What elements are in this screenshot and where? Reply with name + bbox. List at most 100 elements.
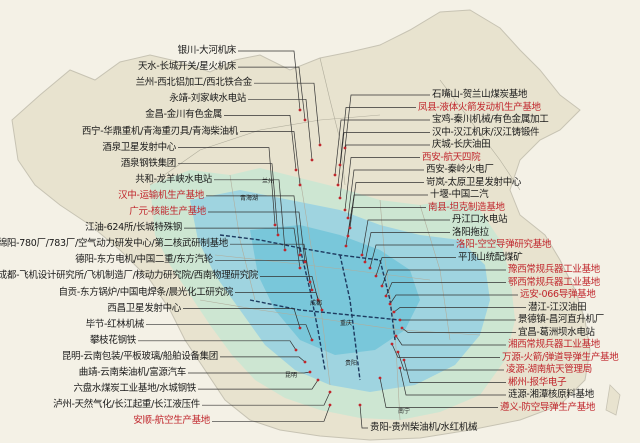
- leader-line: [178, 163, 279, 236]
- site-label-right: 洛阳拖拉: [452, 226, 489, 238]
- site-label-left: 汉中-运输机生产基地: [118, 189, 204, 201]
- leader-line: [369, 244, 454, 269]
- site-marker: [378, 376, 382, 380]
- site-label-right: 西安-航天四院: [422, 151, 481, 163]
- leader-line: [248, 98, 313, 161]
- site-label-right: 景德镇-昌河直升机厂: [518, 314, 604, 325]
- leader-line: [344, 94, 430, 149]
- site-marker: [328, 403, 332, 407]
- leader-line: [349, 182, 424, 229]
- leader-line: [215, 259, 313, 291]
- leader-line: [393, 307, 526, 313]
- site-marker: [316, 298, 320, 302]
- site-marker: [384, 294, 388, 298]
- site-label-left: 天水-长城开关/星火机床: [137, 61, 236, 73]
- leader-line: [238, 66, 306, 121]
- site-marker: [308, 280, 312, 284]
- site-label-right: 庆城-长庆油田: [432, 139, 491, 150]
- site-label-right: 遵义-防空导弹生产基地: [500, 401, 596, 413]
- site-label-left: 昆明-云南包装/平板玻璃/船舶设备集团: [61, 350, 218, 362]
- leader-line: [214, 179, 286, 251]
- site-label-right: 凤县-液体火箭发动机生产基地: [418, 101, 541, 113]
- city-label: 南宁: [398, 408, 411, 415]
- site-marker: [318, 143, 322, 147]
- leader-line: [359, 404, 368, 429]
- leader-line: [364, 232, 450, 263]
- site-marker: [400, 326, 404, 330]
- site-marker: [336, 183, 340, 187]
- leader-line: [146, 324, 313, 341]
- leader-line: [208, 211, 306, 263]
- site-marker: [328, 390, 332, 394]
- city-label: 贵阳: [345, 360, 358, 367]
- leader-line: [399, 367, 506, 396]
- site-marker: [363, 260, 367, 264]
- site-label-right: 丹江口水电站: [452, 214, 508, 225]
- site-label-right: 洛阳-空空导弹研究基地: [456, 239, 552, 250]
- site-label-left: 酒泉卫星发射中心: [102, 141, 176, 153]
- leader-line: [238, 50, 301, 111]
- city-label: 重庆: [340, 320, 353, 327]
- site-label-right: 汉中-汉江机床/汉江铸锻件: [432, 126, 540, 138]
- site-marker: [294, 348, 298, 352]
- site-label-left: 攀枝花钢铁: [89, 334, 136, 346]
- city-label: 兰州: [262, 178, 275, 185]
- site-label-left: 德阳-东方电机/中国二重/东方汽轮: [75, 254, 213, 266]
- site-marker: [283, 248, 287, 252]
- site-label-right: 潜江-江汉油田: [528, 301, 587, 313]
- leader-line: [178, 147, 276, 226]
- leader-line: [212, 404, 331, 422]
- site-marker: [343, 208, 347, 212]
- site-marker: [402, 358, 406, 362]
- site-label-right: 豫西常规兵器工业基地: [508, 264, 601, 275]
- site-marker: [308, 370, 312, 374]
- site-marker: [394, 334, 398, 338]
- city-label: 青海湖: [240, 195, 259, 202]
- province-borders: [149, 57, 521, 421]
- site-marker: [298, 266, 302, 270]
- leader-line: [403, 359, 506, 383]
- leader-line: [345, 207, 426, 247]
- site-label-left: 银川-大河机床: [177, 45, 237, 56]
- site-label-left: 绵阳-780厂/783厂/空气动力研发中心/第二核武研制基地: [0, 238, 228, 250]
- site-marker: [346, 216, 350, 220]
- site-marker: [360, 253, 364, 257]
- leader-line: [344, 157, 420, 211]
- site-marker: [298, 253, 302, 257]
- city-label: 成都: [310, 300, 323, 307]
- site-marker: [398, 366, 402, 370]
- city-markers: [273, 108, 406, 407]
- leader-lines: [138, 50, 526, 429]
- leader-line: [198, 379, 319, 390]
- leader-line: [188, 371, 311, 374]
- site-marker: [392, 310, 396, 314]
- leader-line: [389, 294, 518, 305]
- leader-line: [202, 391, 331, 406]
- site-label-right: 南县-坦克制造基地: [428, 201, 505, 213]
- leader-line: [138, 340, 297, 351]
- leader-line: [224, 115, 297, 171]
- site-label-left: 共和-龙羊峡水电站: [135, 173, 212, 185]
- site-marker: [298, 326, 302, 330]
- site-label-right: 贵阳-贵州柴油机/水红机械: [370, 422, 478, 433]
- site-label-right: 十堰-中国二汽: [430, 189, 489, 200]
- site-label-left: 成都-飞机设计研究所/飞机制造厂/核动力研究院/西南物理研究院: [0, 270, 258, 282]
- site-label-left: 六盘水煤炭工业基地/水城钢铁: [73, 383, 196, 395]
- site-label-left: 曲靖-云南柴油机/富源汽车: [78, 367, 187, 378]
- site-marker: [348, 226, 352, 230]
- site-marker: [343, 146, 347, 150]
- site-label-left: 西昌卫星发射中心: [107, 302, 181, 314]
- site-marker: [333, 173, 337, 177]
- site-label-right: 凌源-湖南航天管理局: [506, 364, 592, 375]
- site-marker: [303, 260, 307, 264]
- site-label-left: 江油-624所/长城特殊钢: [85, 222, 182, 234]
- leader-line: [375, 257, 456, 277]
- site-label-left: 西宁-华鼎重机/青海重刃具/青海柴油机: [81, 125, 238, 137]
- leader-line: [206, 195, 301, 256]
- leader-line: [391, 343, 500, 358]
- site-marker: [374, 274, 378, 278]
- site-label-right: 远安-066导弹基地: [520, 289, 596, 300]
- taiwan: [605, 384, 621, 416]
- site-marker: [398, 318, 402, 322]
